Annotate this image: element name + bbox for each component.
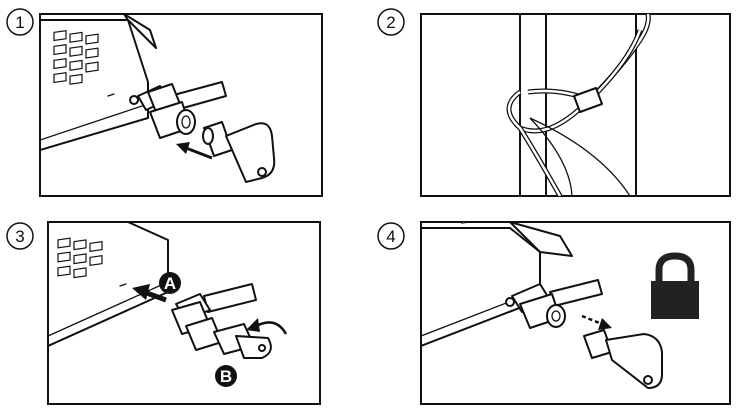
keyboard xyxy=(53,30,99,85)
step-2-frame xyxy=(420,13,731,197)
arrow-icon xyxy=(581,314,612,330)
step-1-badge: 1 xyxy=(6,8,34,36)
step-3: 3 xyxy=(6,221,321,405)
badge-a-label: A xyxy=(164,274,176,293)
cable-lock xyxy=(505,279,603,329)
cable-loop xyxy=(506,14,651,196)
step-3-badge: 3 xyxy=(6,222,34,250)
key xyxy=(583,329,663,389)
step-1: 1 xyxy=(6,8,323,197)
arrow-icon xyxy=(132,284,167,303)
arrow-icon xyxy=(176,142,213,160)
cable-lock xyxy=(171,283,272,359)
cable-lock xyxy=(129,81,227,139)
badge-b: B xyxy=(215,365,237,387)
key xyxy=(202,121,276,183)
padlock-icon xyxy=(651,252,699,319)
step-4-number: 4 xyxy=(386,227,395,246)
badge-b-label: B xyxy=(220,367,232,386)
step-1-number: 1 xyxy=(15,13,24,32)
step-2-number: 2 xyxy=(386,13,395,32)
step-4-badge: 4 xyxy=(377,222,405,250)
laptop xyxy=(421,222,573,347)
keyboard xyxy=(57,237,103,279)
step-4: 4 xyxy=(377,221,731,405)
step-2-badge: 2 xyxy=(377,8,405,36)
laptop xyxy=(40,14,157,151)
step-2: 2 xyxy=(377,8,731,197)
step-3-number: 3 xyxy=(15,227,24,246)
badge-a: A xyxy=(159,272,181,294)
keyboard xyxy=(445,222,475,224)
curved-arrow-icon xyxy=(246,318,288,335)
